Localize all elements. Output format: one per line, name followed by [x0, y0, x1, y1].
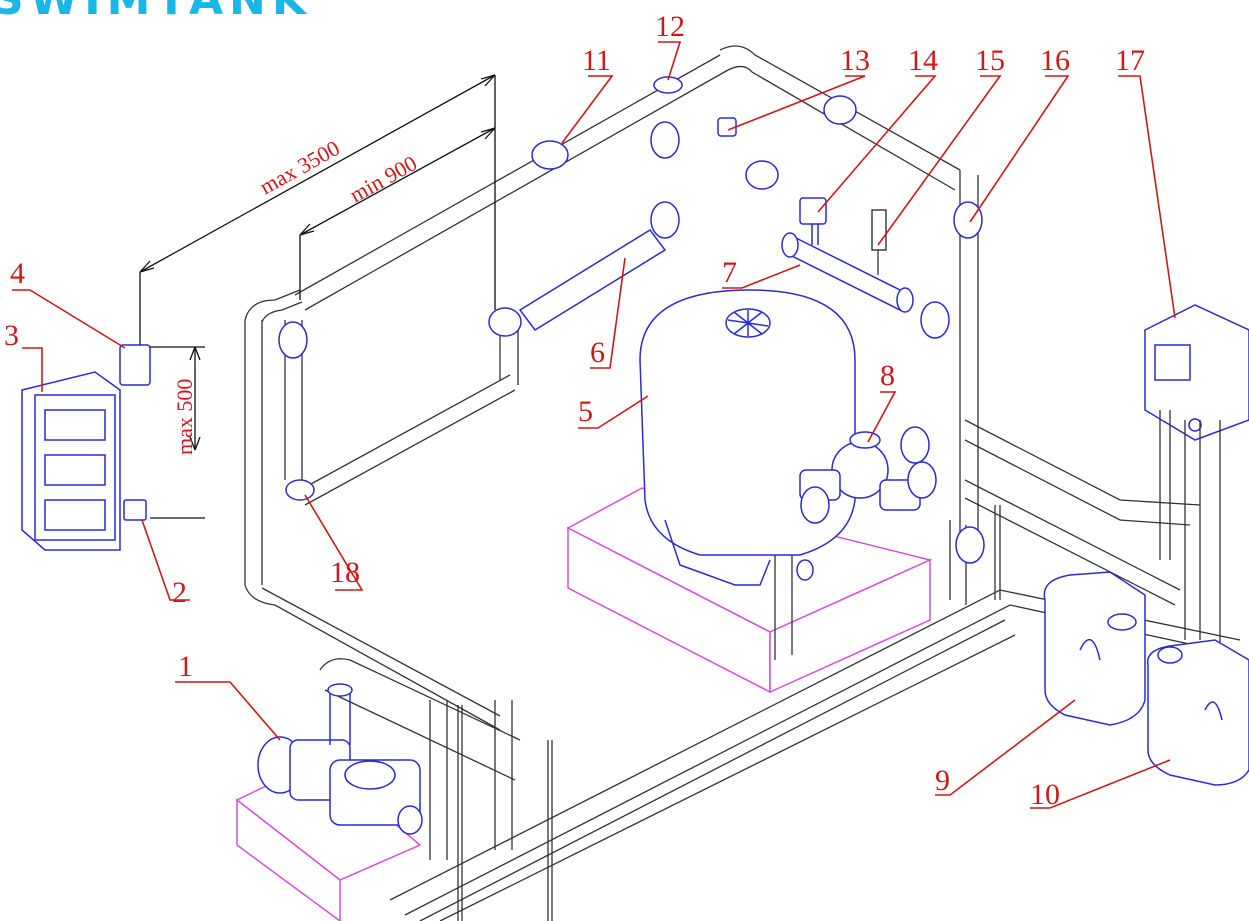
label-15: 15 [975, 44, 1005, 77]
label-1: 1 [178, 650, 193, 683]
label-13: 13 [840, 44, 870, 77]
label-3: 3 [4, 319, 19, 352]
air-vent-13 [717, 117, 737, 137]
dim-label-max-500: max 500 [172, 379, 197, 455]
pump-1 [257, 683, 423, 835]
label-10: 10 [1030, 778, 1060, 811]
heat-exchanger-7 [781, 232, 950, 339]
sand-filter-5 [639, 289, 856, 586]
dim-label-max-3500: max 3500 [255, 135, 344, 199]
ball-valves [278, 95, 985, 564]
leader-lines [12, 41, 1176, 809]
chemical-tank-9 [1043, 571, 1146, 726]
label-5: 5 [578, 395, 593, 428]
label-11: 11 [582, 44, 611, 77]
dimension-max-3500: max 3500 [139, 74, 496, 345]
sensor-box-2 [123, 499, 147, 521]
label-6: 6 [590, 336, 605, 369]
label-9: 9 [935, 764, 950, 797]
label-18: 18 [330, 556, 360, 589]
label-12: 12 [655, 10, 685, 43]
control-panel-3 [21, 371, 121, 551]
dosing-pump-17 [1144, 304, 1249, 660]
chemical-tank-10 [1146, 639, 1249, 786]
label-14: 14 [908, 44, 938, 77]
switch-box-4 [119, 344, 151, 386]
label-17: 17 [1115, 44, 1145, 77]
flow-switch-14 [799, 197, 827, 245]
label-16: 16 [1040, 44, 1070, 77]
label-4: 4 [10, 257, 25, 290]
label-8: 8 [880, 359, 895, 392]
pipe-section-6 [488, 229, 667, 337]
dim-label-min-900: min 900 [345, 150, 421, 207]
brand-logo: SWIMTANK [0, 0, 312, 25]
elbow-18 [285, 479, 315, 501]
dimension-max-500: max 500 [150, 346, 205, 519]
label-2: 2 [172, 576, 187, 609]
tee-fitting-12 [653, 76, 683, 94]
label-7: 7 [722, 256, 737, 289]
